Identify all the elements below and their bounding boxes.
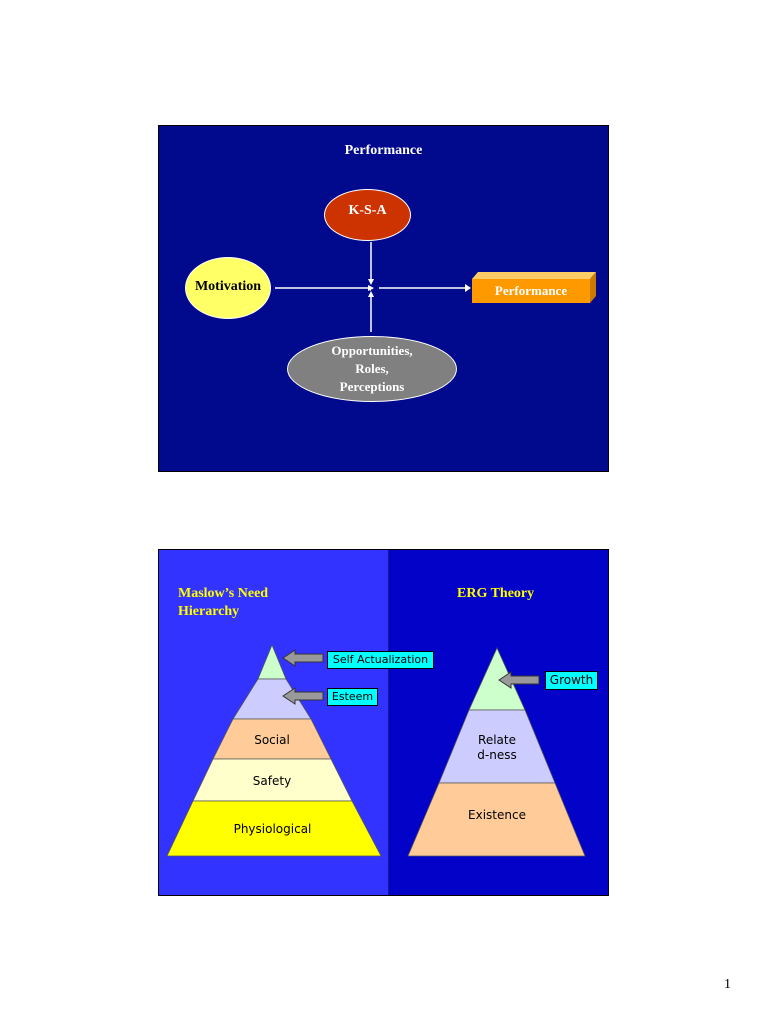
performance-diagram-connectors: + bbox=[275, 242, 596, 332]
maslow-physiological-label: Physiological bbox=[233, 821, 312, 836]
slide-needs-theories: Maslow’s Need Hierarchy ERG Theory Socia… bbox=[158, 549, 609, 896]
performance-arrowhead bbox=[465, 284, 471, 292]
maslow-title-line-2: Hierarchy bbox=[178, 604, 240, 619]
pyramids bbox=[166, 643, 586, 857]
opportunities-line-1: Opportunities, bbox=[331, 343, 413, 358]
opportunities-arrowhead bbox=[368, 291, 374, 297]
opportunities-label: Opportunities, Roles, Perceptions bbox=[287, 336, 457, 402]
maslow-title-line-1: Maslow’s Need bbox=[178, 586, 269, 601]
self-actualization-box: Self Actualization bbox=[327, 651, 434, 669]
opportunities-line-2: Roles, bbox=[355, 361, 389, 376]
erg-title: ERG Theory bbox=[457, 586, 535, 601]
growth-arrow-icon bbox=[498, 671, 540, 689]
ksa-arrowhead bbox=[368, 279, 374, 285]
performance-box-label: Performance bbox=[494, 283, 568, 299]
slide-title: Performance bbox=[344, 142, 423, 158]
performance-box-top bbox=[472, 272, 596, 279]
maslow-tier-self-actualization bbox=[257, 643, 287, 680]
self-actualization-arrow-icon bbox=[282, 649, 324, 667]
erg-relatedness-label: Relate d-ness bbox=[457, 730, 537, 766]
esteem-box: Esteem bbox=[327, 688, 378, 706]
relatedness-line-1: Relate bbox=[478, 733, 516, 747]
maslow-safety-label: Safety bbox=[252, 773, 292, 788]
maslow-title: Maslow’s Need Hierarchy bbox=[178, 585, 328, 621]
erg-tier-existence bbox=[407, 782, 586, 857]
esteem-arrow-icon bbox=[282, 687, 324, 705]
ksa-ellipse bbox=[324, 189, 411, 241]
erg-existence-label: Existence bbox=[468, 807, 526, 822]
growth-box: Growth bbox=[545, 671, 598, 690]
motivation-label: Motivation bbox=[194, 278, 262, 294]
ksa-label: K-S-A bbox=[348, 203, 387, 219]
opportunities-ellipse bbox=[287, 336, 457, 402]
center-mark: + bbox=[368, 284, 373, 294]
slide-performance: Performance + K-S-A Motivation Performan… bbox=[158, 125, 609, 472]
opportunities-line-3: Perceptions bbox=[339, 379, 405, 394]
performance-box-front bbox=[472, 279, 590, 303]
motivation-arrowhead bbox=[368, 285, 374, 291]
performance-box-side bbox=[590, 272, 596, 303]
motivation-ellipse bbox=[185, 257, 271, 319]
relatedness-line-2: d-ness bbox=[477, 748, 517, 762]
maslow-tier-physiological bbox=[166, 800, 382, 857]
maslow-social-label: Social bbox=[254, 732, 290, 747]
page-number: 1 bbox=[724, 977, 731, 992]
